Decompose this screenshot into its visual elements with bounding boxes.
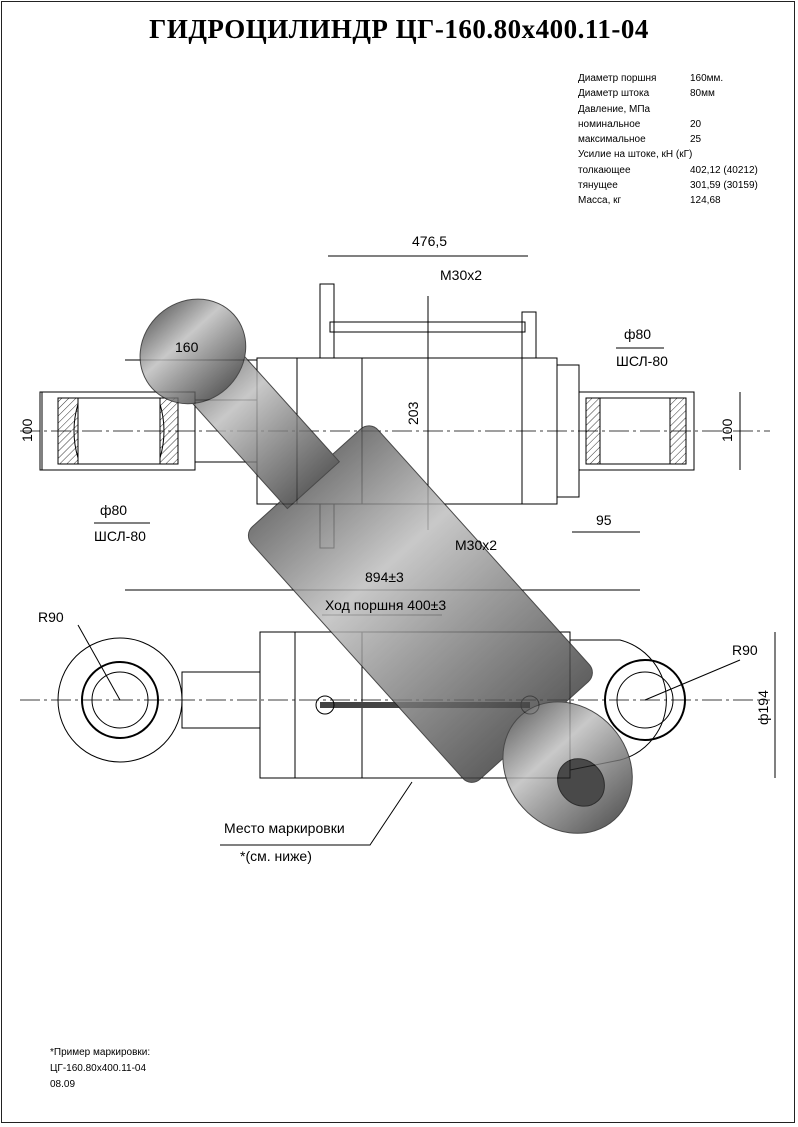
dim-port-spacing: 476,5 xyxy=(412,233,447,249)
spec-row: Усилие на штоке, кН (кГ) xyxy=(578,149,693,161)
radius-leader xyxy=(77,624,121,701)
dim-port-thread-bottom: М30х2 xyxy=(455,537,497,553)
radius-leader xyxy=(644,659,741,701)
dim-right-bore: ф80 xyxy=(624,326,651,342)
spec-row: Давление, МПа xyxy=(578,103,651,115)
marking-example-note: *Пример маркировки: ЦГ-160.80х400.11-04 … xyxy=(50,1045,150,1093)
note-date: 08.09 xyxy=(50,1079,76,1090)
marking-place-label: Место маркировки xyxy=(224,820,345,836)
marking-leader xyxy=(220,781,413,846)
marking-see-below: *(см. ниже) xyxy=(240,848,312,864)
dim-left-bore: ф80 xyxy=(100,502,127,518)
dim-right-offset: 95 xyxy=(596,512,612,528)
dim-install-length: 894±3 xyxy=(365,569,404,585)
port-top xyxy=(319,283,335,359)
note-code: ЦГ-160.80х400.11-04 xyxy=(50,1063,147,1074)
dim-left-radius: R90 xyxy=(38,609,64,625)
dim-right-bearing: ШСЛ-80 xyxy=(616,353,668,369)
side-view xyxy=(20,255,770,616)
dim-body-diameter: ф194 xyxy=(755,690,771,725)
render-eye-hole xyxy=(557,758,605,807)
cylinder-3d-render xyxy=(139,298,633,834)
dim-stroke: Ход поршня 400±3 xyxy=(325,597,446,613)
dim-port-thread-top: М30х2 xyxy=(440,267,482,283)
dim-right-radius: R90 xyxy=(732,642,758,658)
dim-right-width: 100 xyxy=(719,418,735,442)
right-clevis xyxy=(569,639,667,771)
dim-left-width: 100 xyxy=(19,418,35,442)
dim-port-height: 203 xyxy=(405,401,421,425)
dim-left-bearing: ШСЛ-80 xyxy=(94,528,146,544)
fitting-left xyxy=(315,695,335,715)
note-heading: *Пример маркировки: xyxy=(50,1047,151,1058)
dim-rod-offset: 160 xyxy=(175,339,199,355)
port-rear xyxy=(521,311,537,359)
render-rod-eye xyxy=(139,298,247,405)
drawing-title: ГИДРОЦИЛИНДР ЦГ-160.80х400.11-04 xyxy=(149,14,649,44)
